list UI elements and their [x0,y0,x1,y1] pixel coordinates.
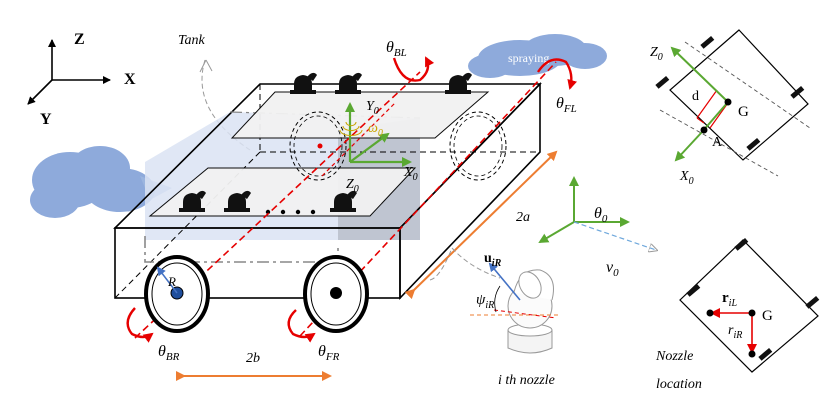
r-ir-label: riR [728,323,742,341]
psi-ir-label: ψiR [476,292,494,311]
y0-label: Y0 [366,99,379,117]
dimension-2a [404,150,558,300]
z0-label: Z0 [346,177,359,195]
rotation-arrow-bl [392,56,435,82]
two-b-label: 2b [246,351,260,366]
omega0-label: ω0 [368,121,383,139]
wheel-radius-label: R [167,274,176,289]
nozzle-location-label-2: location [656,377,702,392]
nozzles-front-row [179,190,357,215]
tank-label: Tank [178,33,206,48]
inset-g-label: G [738,104,749,120]
axis-label-x: X [124,71,136,88]
v0-label: v0 [606,259,619,279]
theta-fl-label: θFL [556,95,577,115]
rotation-arrow-fl [537,58,578,90]
rotation-arrow-br [126,307,154,343]
theta-br-label: θBR [158,343,180,363]
inset-top-right: Z0 X0 d G A [650,29,811,187]
u-ir-label: uiR [484,251,502,269]
ith-nozzle-label: i th nozzle [498,373,555,388]
spray-cloud-left [30,146,172,218]
inset-d-label: d [692,89,699,104]
motion-frame: θ0 v0 [538,176,656,279]
back-nozzle-plate [230,91,490,139]
left-axle-line [134,71,421,339]
theta0-label: θ0 [594,205,608,225]
nozzle-closeup: uiR ψiR i th nozzle [429,247,560,388]
r-il-label: riL [722,290,737,309]
global-axes: Z X Y [27,31,136,128]
inset-bottom-right: riL riR G Nozzle location [655,237,820,392]
theta-fr-label: θFR [318,343,340,363]
inset-x0-label: X0 [679,169,694,187]
inset2-g-label: G [762,308,773,324]
theta-bl-label: θBL [386,39,407,59]
rotation-arrow-fr [287,309,316,343]
wheel-back-right [144,255,210,333]
inset-z0-label: Z0 [650,45,663,63]
inset-a-label: A [712,135,723,150]
two-a-label: 2a [516,210,530,225]
axis-label-y: Y [40,111,52,128]
wheel-front-right [303,255,369,333]
tank-pointer [201,59,251,151]
nozzle-location-label-1: Nozzle [655,349,693,364]
axis-label-z: Z [74,31,85,48]
spraying-label: spraying [508,51,549,65]
